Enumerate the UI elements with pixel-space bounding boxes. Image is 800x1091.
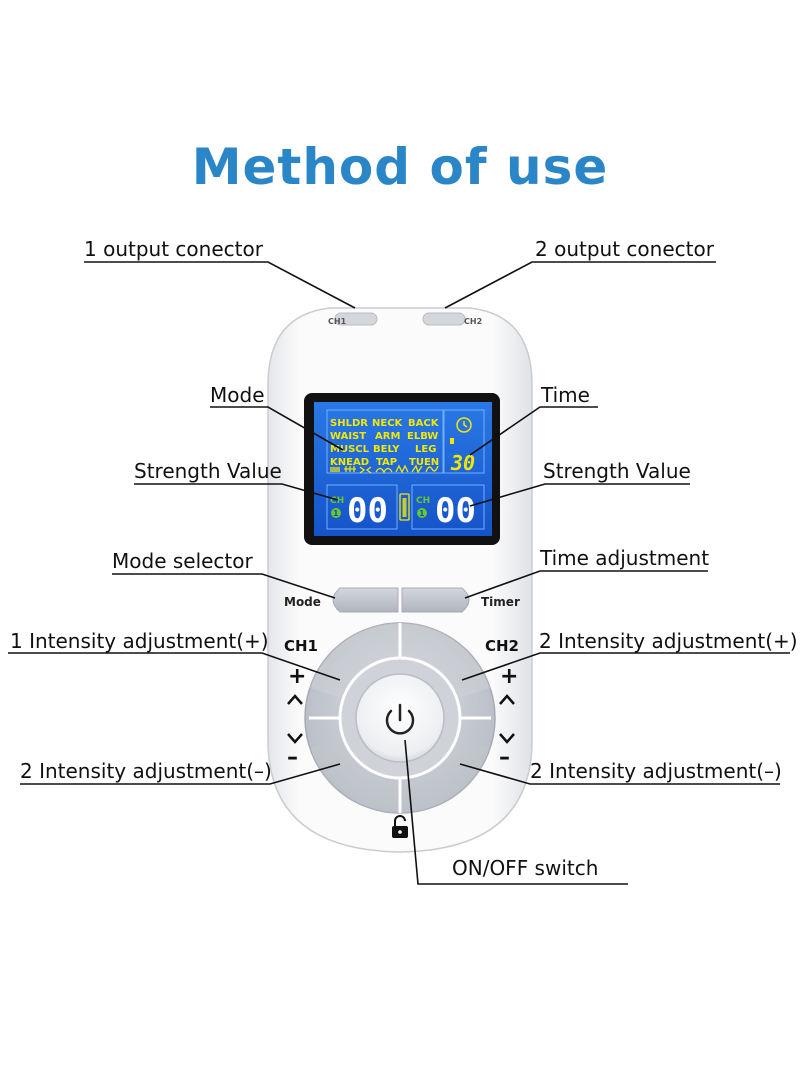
chevron-down-icon (287, 733, 303, 744)
ch2-plus-sign: + (500, 664, 518, 689)
ch2-label: CH2 (485, 637, 519, 655)
chevron-down-icon (499, 733, 515, 744)
ch1-label: CH1 (284, 637, 318, 655)
lcd-ch1-readout: CH 1 00 (326, 484, 398, 531)
chevron-up-icon (287, 694, 303, 705)
mode-button-label: Mode (284, 595, 321, 609)
ch1-plus-sign: + (288, 664, 306, 689)
lcd-ch2-value: 00 (435, 491, 476, 531)
timer-button-label: Timer (481, 595, 520, 609)
callout-lines (8, 261, 790, 885)
label-output-connector-1: 1 output conector (84, 237, 263, 261)
power-button[interactable] (355, 673, 445, 763)
label-mode-selector: Mode selector (112, 549, 253, 573)
label-ch1-plus: 1 Intensity adjustment(+) (10, 629, 269, 653)
lcd-ch1-value: 00 (347, 491, 388, 531)
port-2-label: CH2 (464, 317, 482, 326)
label-mode: Mode (210, 383, 265, 407)
lcd-ch2-tag: CH (416, 496, 430, 506)
label-strength-left: Strength Value (134, 459, 282, 483)
label-ch1-minus: 2 Intensity adjustment(–) (20, 759, 272, 783)
lcd-mode-grid: SHLDR NECK BACK WAIST ARM ELBW MUSCL BEL… (326, 409, 444, 474)
page-title: Method of use (191, 138, 609, 196)
battery-icon (399, 493, 410, 521)
output-port-2[interactable] (422, 312, 466, 326)
label-onoff-switch: ON/OFF switch (452, 856, 599, 880)
lcd-mode-label: MUSCL (330, 444, 370, 455)
lcd-ch2-num: 1 (419, 509, 425, 518)
label-strength-right: Strength Value (543, 459, 691, 483)
output-port-1[interactable] (334, 312, 378, 326)
clock-icon (456, 417, 472, 433)
ch2-minus-sign: – (499, 745, 510, 770)
lcd-mode-label: KNEAD (330, 457, 369, 468)
label-output-connector-2: 2 output conector (535, 237, 714, 261)
lcd-mode-label: ARM (375, 431, 400, 442)
label-ch2-plus: 2 Intensity adjustment(+) (539, 629, 798, 653)
unlock-icon (392, 815, 408, 838)
lcd-mode-label: ELBW (407, 431, 438, 442)
lcd-ch1-num: 1 (333, 509, 339, 518)
lcd-mode-label: WAIST (330, 431, 366, 442)
timer-button[interactable] (401, 587, 470, 613)
lcd-ch2-readout: CH 1 00 (411, 484, 485, 531)
lcd-mode-label: BELY (373, 444, 400, 455)
lcd-mode-label: NECK (372, 418, 404, 429)
lcd-ch1-tag: CH (330, 496, 344, 506)
power-icon (385, 703, 415, 735)
label-ch2-minus: 2 Intensity adjustment(–) (530, 759, 782, 783)
label-time-adjustment: Time adjustment (540, 546, 710, 570)
ch1-minus-sign: – (287, 745, 298, 770)
port-1-label: CH1 (328, 317, 347, 326)
lcd-mode-label: BACK (408, 418, 440, 429)
lcd-waveform-icons (330, 464, 439, 474)
lcd-mode-label: SHLDR (330, 418, 368, 429)
timer-indicator (450, 438, 454, 444)
lcd-mode-label: LEG (415, 444, 436, 455)
lcd-mode-label: TUEN (409, 457, 439, 468)
chevron-up-icon (499, 694, 515, 705)
label-time: Time (541, 383, 590, 407)
lcd-mode-label: TAP (376, 457, 397, 468)
mode-button[interactable] (332, 587, 399, 613)
